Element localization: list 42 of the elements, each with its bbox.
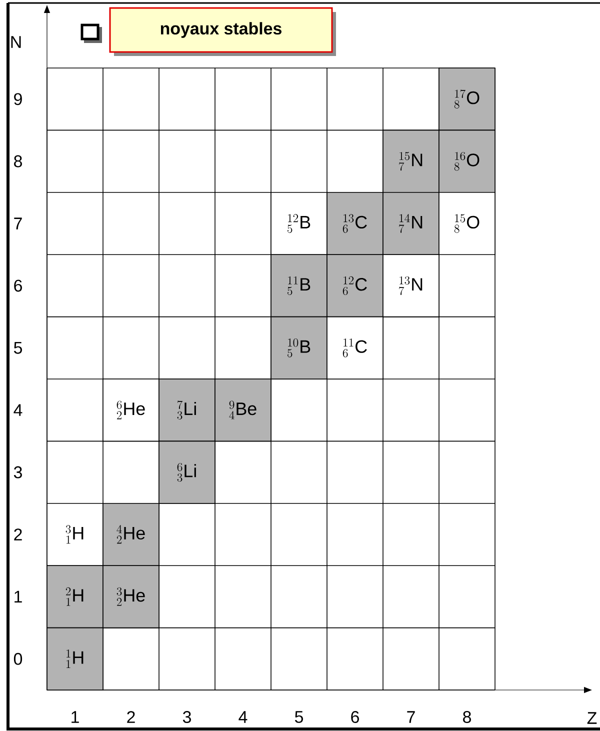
nuclide-cell: ${}^{13}_{6}\mathrm{C}$: [326, 192, 384, 255]
nuclide-cell: ${}^{9}_{4}\mathrm{Be}$: [214, 378, 272, 442]
legend-label: noyaux stables: [109, 7, 336, 56]
tick-label: 5: [14, 342, 22, 354]
nuclide-cell: ${}^{11}_{6}\mathrm{C}$: [326, 316, 384, 380]
nuclide-cell: ${}^{1}_{1}\mathrm{H}$: [46, 627, 104, 690]
nuclide-cell: ${}^{2}_{1}\mathrm{H}$: [46, 565, 104, 628]
nuclide-cell: ${}^{15}_{7}\mathrm{N}$: [382, 130, 440, 193]
tick-label: 8: [14, 155, 22, 168]
nuclide-cell: ${}^{11}_{5}\mathrm{B}$: [270, 254, 328, 318]
tick-label: 2: [14, 528, 22, 540]
tick-label: 4: [238, 711, 248, 723]
nuclide-cell: ${}^{15}_{8}\mathrm{O}$: [438, 192, 496, 255]
nuclide-cell: ${}^{17}_{8}\mathrm{O}$: [438, 68, 496, 131]
tick-label: 3: [14, 466, 22, 478]
nuclide-cell: ${}^{16}_{8}\mathrm{O}$: [438, 130, 496, 193]
tick-label: 6: [14, 280, 22, 292]
tick-label: 0: [14, 652, 22, 665]
tick-label: 3: [182, 711, 191, 723]
nuclide-cell: ${}^{3}_{1}\mathrm{H}$: [46, 503, 104, 566]
tick-label: 1: [14, 590, 22, 603]
axis-label: N: [11, 36, 21, 48]
tick-label: 9: [14, 93, 22, 106]
tick-label: 7: [407, 711, 415, 723]
nuclide-cell: ${}^{6}_{3}\mathrm{Li}$: [158, 440, 216, 504]
tick-label: 5: [294, 711, 303, 723]
tick-label: 1: [72, 711, 79, 723]
nuclide-cell: ${}^{10}_{5}\mathrm{B}$: [270, 316, 328, 380]
axis-label: Z: [587, 712, 597, 724]
tick-label: 7: [14, 218, 22, 230]
tick-label: 8: [463, 711, 471, 723]
nuclide-cell: ${}^{13}_{7}\mathrm{N}$: [382, 254, 440, 318]
nuclide-cell: ${}^{12}_{6}\mathrm{C}$: [326, 254, 384, 318]
nuclide-cell: ${}^{7}_{3}\mathrm{Li}$: [158, 378, 216, 442]
tick-label: 2: [127, 711, 135, 723]
nuclide-cell: ${}^{4}_{2}\mathrm{He}$: [102, 503, 160, 566]
nuclide-cell: ${}^{14}_{7}\mathrm{N}$: [382, 192, 440, 255]
tick-label: 6: [351, 711, 359, 723]
nuclide-cell: ${}^{12}_{5}\mathrm{B}$: [270, 192, 328, 255]
nuclide-cell: ${}^{6}_{2}\mathrm{He}$: [102, 378, 160, 442]
nuclide-cell: ${}^{3}_{2}\mathrm{He}$: [102, 565, 160, 628]
tick-label: 4: [14, 404, 22, 416]
